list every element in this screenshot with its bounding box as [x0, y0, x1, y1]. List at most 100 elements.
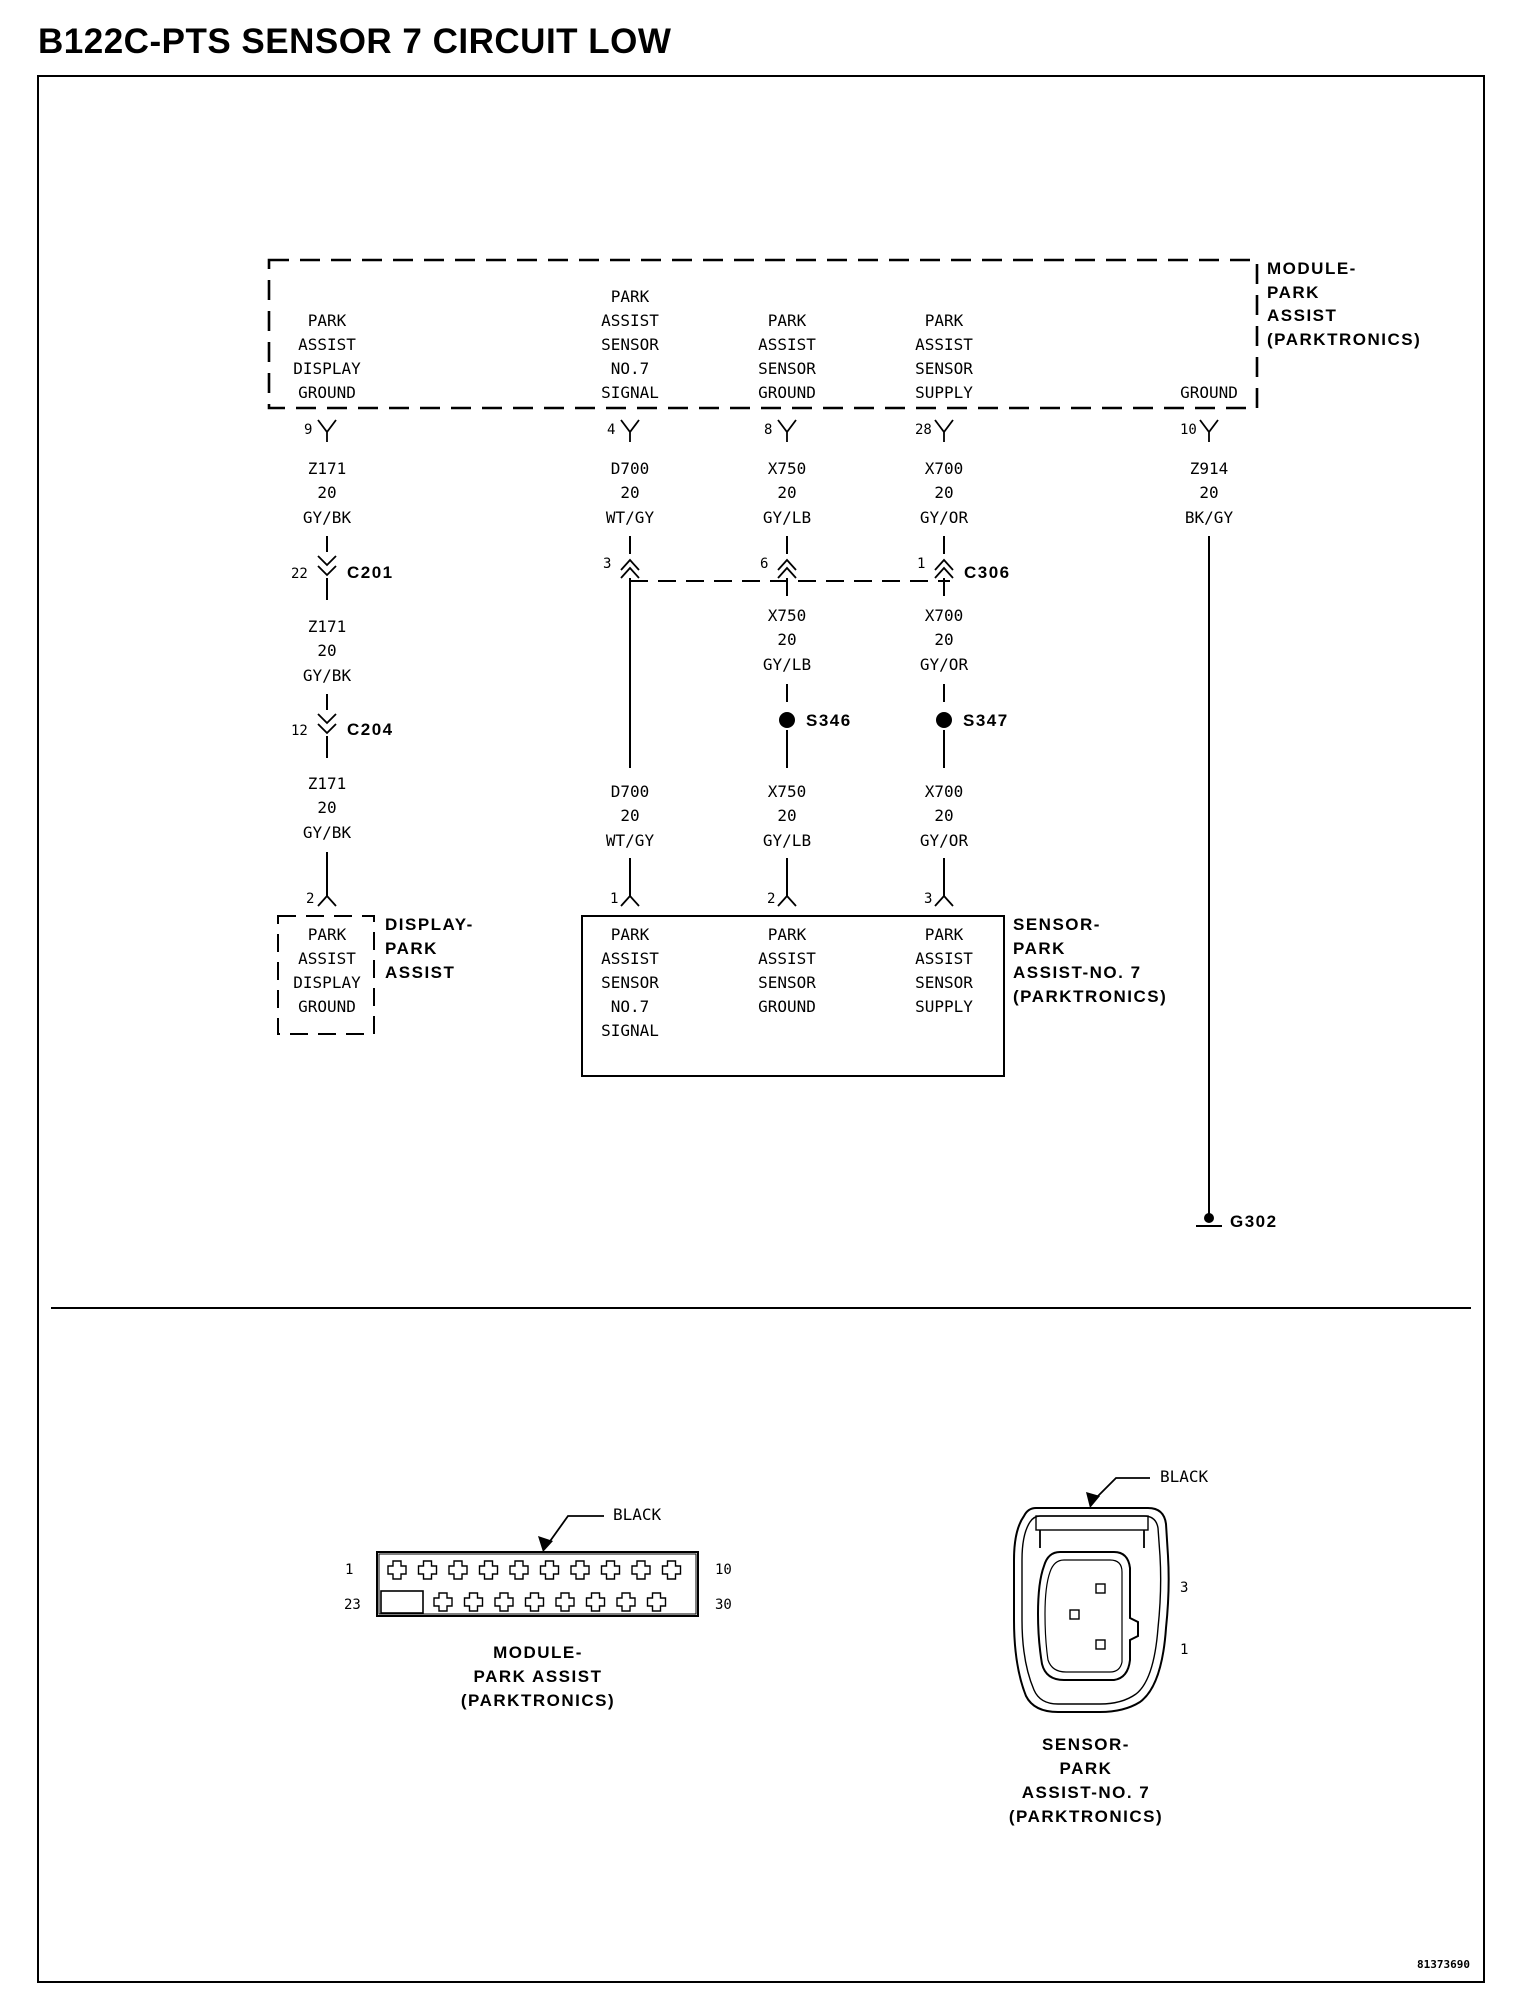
- sensor-pin-cavity: [1095, 1583, 1106, 1594]
- svg-text:PARK: PARK: [611, 925, 650, 944]
- svg-text:PARK: PARK: [308, 925, 347, 944]
- svg-text:ASSIST: ASSIST: [298, 335, 356, 354]
- svg-text:S346: S346: [806, 711, 852, 730]
- svg-text:MODULE-: MODULE-: [493, 1643, 583, 1662]
- module-connector-view: 1 10 23 30 BLACK MODULE- PARK ASSIST (PA…: [344, 1505, 732, 1710]
- page-title: B122C-PTS SENSOR 7 CIRCUIT LOW: [38, 22, 672, 61]
- module-pin-labels: PARK ASSIST DISPLAY GROUND PARK ASSIST S…: [293, 287, 1238, 402]
- c306-connector: 3 6 1 C306: [603, 536, 1011, 582]
- svg-text:G302: G302: [1230, 1212, 1278, 1231]
- module-pin-terminals: 9 4 8 28 10: [304, 419, 1219, 442]
- connector-pin-cavity: [570, 1560, 590, 1580]
- svg-text:PARK: PARK: [768, 925, 807, 944]
- svg-text:DISPLAY: DISPLAY: [293, 359, 361, 378]
- svg-text:20: 20: [620, 806, 639, 825]
- display-name: DISPLAY- PARK ASSIST: [385, 915, 474, 982]
- svg-text:C204: C204: [347, 720, 394, 739]
- callout-arrowhead: [538, 1536, 553, 1552]
- svg-text:20: 20: [317, 798, 336, 817]
- svg-text:DISPLAY-: DISPLAY-: [385, 915, 474, 934]
- svg-text:10: 10: [715, 1562, 732, 1578]
- sensor-pin-cavity: [1095, 1639, 1106, 1650]
- connector-pin-cavity: [646, 1592, 667, 1612]
- svg-text:PARK: PARK: [1267, 283, 1320, 302]
- svg-text:GY/LB: GY/LB: [763, 655, 811, 674]
- sensor-labels: PARK ASSIST SENSOR NO.7 SIGNAL PARK ASSI…: [601, 925, 973, 1040]
- module-park-assist-box: [267, 258, 1259, 410]
- svg-text:SUPPLY: SUPPLY: [915, 383, 973, 402]
- svg-text:GY/BK: GY/BK: [303, 666, 352, 685]
- connector-pin-cavity: [494, 1592, 514, 1612]
- x700-circuit: X700 20 GY/OR S347 X700 20 GY/OR 3: [920, 578, 1009, 907]
- svg-text:S347: S347: [963, 711, 1009, 730]
- connector-key-slot: [380, 1590, 424, 1614]
- svg-text:PARK: PARK: [611, 287, 650, 306]
- svg-text:GROUND: GROUND: [298, 997, 356, 1016]
- svg-text:ASSIST: ASSIST: [385, 963, 455, 982]
- svg-text:ASSIST: ASSIST: [915, 335, 973, 354]
- svg-text:3: 3: [1180, 1580, 1188, 1596]
- svg-text:ASSIST: ASSIST: [601, 949, 659, 968]
- z171-circuit: 22 C201 Z171 20 GY/BK 12 C204 Z171 20 GY…: [291, 536, 394, 907]
- svg-text:X700: X700: [925, 606, 964, 625]
- svg-text:GY/LB: GY/LB: [763, 508, 811, 527]
- figure-id: 81373690: [1417, 1958, 1470, 1971]
- svg-text:GY/BK: GY/BK: [303, 823, 352, 842]
- svg-text:Z171: Z171: [308, 617, 347, 636]
- svg-text:3: 3: [924, 891, 932, 907]
- splice-s346-dot: [779, 712, 795, 728]
- svg-text:PARK: PARK: [308, 311, 347, 330]
- svg-text:GY/OR: GY/OR: [920, 831, 969, 850]
- svg-text:GY/BK: GY/BK: [303, 508, 352, 527]
- svg-text:C306: C306: [964, 563, 1011, 582]
- svg-text:20: 20: [934, 806, 953, 825]
- diagram-frame: [37, 75, 1485, 1983]
- callout-arrowhead: [1086, 1492, 1100, 1508]
- svg-text:GROUND: GROUND: [758, 997, 816, 1016]
- svg-text:1: 1: [345, 1562, 353, 1578]
- svg-text:GY/OR: GY/OR: [920, 508, 969, 527]
- svg-text:X750: X750: [768, 606, 807, 625]
- svg-text:ASSIST: ASSIST: [298, 949, 356, 968]
- z914-ground-circuit: G302: [1196, 536, 1278, 1231]
- svg-text:6: 6: [760, 556, 768, 572]
- module-connector-bottom-row-pins: [433, 1592, 667, 1612]
- svg-text:PARK ASSIST: PARK ASSIST: [474, 1667, 603, 1686]
- svg-text:BLACK: BLACK: [1160, 1467, 1209, 1486]
- svg-text:DISPLAY: DISPLAY: [293, 973, 361, 992]
- svg-text:PARK: PARK: [925, 925, 964, 944]
- svg-text:Z171: Z171: [308, 459, 347, 478]
- connector-pin-cavity: [631, 1560, 651, 1580]
- sensor-park-assist-box: [581, 915, 1005, 1077]
- svg-text:GROUND: GROUND: [758, 383, 816, 402]
- module-wire-labels: Z171 20 GY/BK D700 20 WT/GY X750 20 GY/L…: [303, 459, 1234, 527]
- svg-text:SENSOR-: SENSOR-: [1042, 1735, 1130, 1754]
- svg-text:1: 1: [610, 891, 618, 907]
- connector-pin-cavity: [463, 1592, 484, 1612]
- svg-text:MODULE-: MODULE-: [1267, 259, 1357, 278]
- svg-text:ASSIST: ASSIST: [601, 311, 659, 330]
- svg-text:20: 20: [620, 483, 639, 502]
- svg-text:NO.7: NO.7: [611, 997, 650, 1016]
- svg-text:23: 23: [344, 1597, 361, 1613]
- connector-pin-cavity: [433, 1592, 453, 1612]
- svg-text:PARK: PARK: [925, 311, 964, 330]
- callout-leader: [1095, 1477, 1150, 1499]
- svg-text:2: 2: [767, 891, 775, 907]
- svg-text:28: 28: [915, 422, 932, 438]
- svg-text:12: 12: [291, 723, 308, 739]
- svg-text:(PARKTRONICS): (PARKTRONICS): [1267, 330, 1421, 349]
- svg-text:20: 20: [777, 630, 796, 649]
- connector-pin-cavity: [585, 1592, 606, 1612]
- svg-text:20: 20: [317, 483, 336, 502]
- connector-pin-cavity: [478, 1560, 499, 1580]
- svg-text:SUPPLY: SUPPLY: [915, 997, 973, 1016]
- svg-text:SENSOR: SENSOR: [758, 973, 816, 992]
- svg-text:WT/GY: WT/GY: [606, 508, 655, 527]
- svg-text:D700: D700: [611, 782, 650, 801]
- svg-text:GROUND: GROUND: [298, 383, 356, 402]
- svg-text:D700: D700: [611, 459, 650, 478]
- connector-pin-cavity: [509, 1560, 529, 1580]
- svg-text:GROUND: GROUND: [1180, 383, 1238, 402]
